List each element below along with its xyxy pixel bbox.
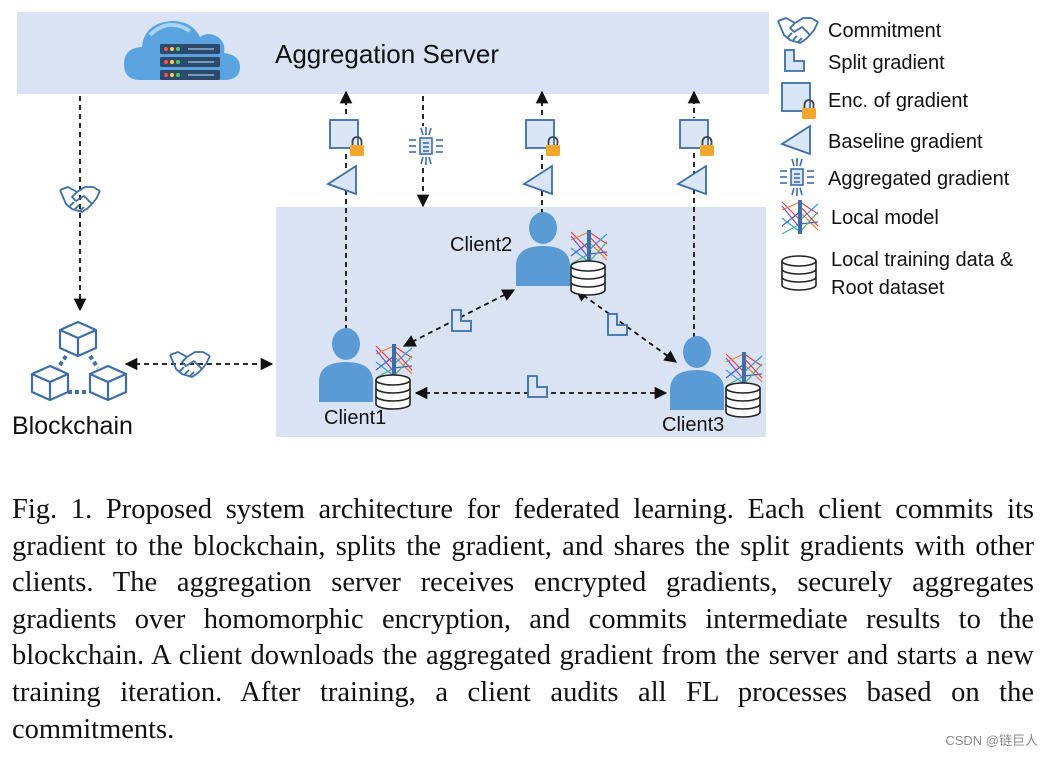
legend-label: Enc. of gradient [828, 90, 969, 112]
client2-client3-arrow [574, 289, 678, 363]
database-icon [570, 260, 606, 296]
architecture-diagram: Aggregation Server Blockchain Client1 [12, 12, 1014, 440]
local-model-icon [781, 199, 819, 235]
database-icon [725, 382, 761, 418]
baseline-gradient-icon [523, 165, 553, 195]
legend-label: Split gradient [828, 52, 945, 74]
watermark: CSDN @链巨人 [945, 733, 1038, 748]
database-icon [375, 374, 411, 410]
figure-caption: Fig. 1. Proposed system architecture for… [12, 494, 1034, 745]
handshake-icon [777, 17, 819, 44]
blockchain-label: Blockchain [12, 412, 133, 440]
baseline-gradient-icon [677, 165, 707, 195]
client1-client2-arrow [402, 289, 516, 347]
client2-label: Client2 [450, 234, 512, 256]
legend-label: Local training data & [831, 249, 1014, 271]
cloud-server-icon [124, 21, 240, 80]
database-icon [781, 255, 817, 291]
server-title: Aggregation Server [275, 39, 499, 69]
legend-label: Root dataset [831, 277, 945, 299]
baseline-gradient-icon [781, 125, 811, 155]
baseline-gradient-icon [327, 165, 357, 195]
legend-label: Commitment [828, 20, 942, 42]
encrypted-gradient-icon [782, 83, 816, 119]
aggregated-gradient-icon [779, 157, 815, 197]
client1-label: Client1 [324, 407, 386, 429]
client3-label: Client3 [662, 414, 724, 436]
legend-label: Local model [831, 207, 939, 229]
legend-label: Aggregated gradient [828, 168, 1010, 190]
legend-label: Baseline gradient [828, 131, 983, 153]
blockchain-icon [30, 320, 128, 402]
split-gradient-icon [784, 49, 805, 72]
legend: Commitment Split gradient Enc. of gradie… [777, 17, 1014, 299]
